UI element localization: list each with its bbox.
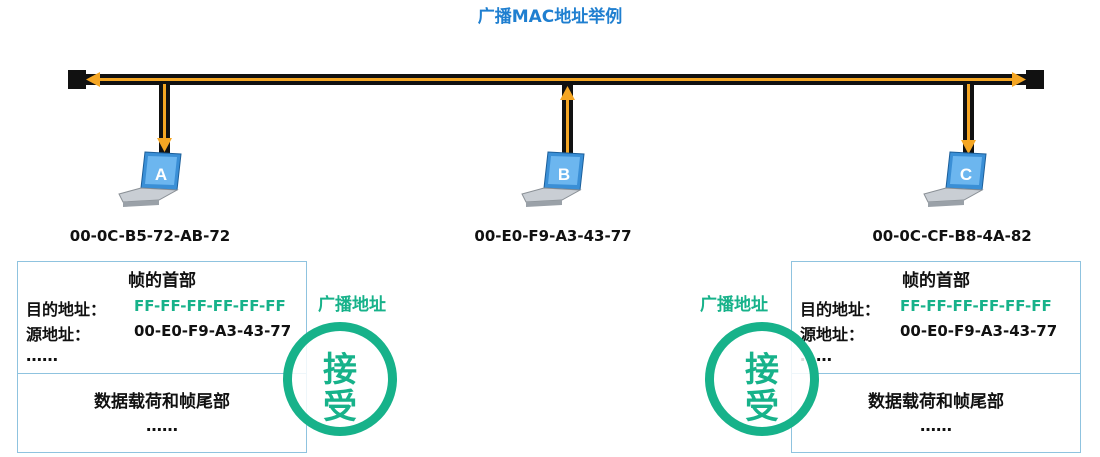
network-bus-diagram: A B C bbox=[68, 70, 1044, 207]
dest-label: 目的地址： bbox=[800, 300, 881, 319]
diagram-title: 广播MAC地址举例 bbox=[477, 7, 623, 27]
accept-stamp-c: 接 受 bbox=[705, 322, 819, 436]
dest-label: 目的地址： bbox=[26, 300, 107, 319]
frame-divider bbox=[18, 373, 306, 374]
payload-ellipsis: …… bbox=[920, 416, 952, 435]
header-ellipsis: …… bbox=[26, 346, 58, 365]
terminator-left bbox=[68, 70, 86, 89]
dest-address-row: 目的地址： FF-FF-FF-FF-FF-FF bbox=[26, 296, 286, 320]
payload-title: 数据载荷和帧尾部 bbox=[868, 392, 1004, 412]
mac-address-c: 00-0C-CF-B8-4A-82 bbox=[872, 227, 1032, 245]
laptop-icon: B bbox=[521, 151, 585, 207]
accept-char-2: 受 bbox=[745, 387, 779, 427]
frame-header-title: 帧的首部 bbox=[902, 271, 970, 291]
broadcast-address-label-c: 广播地址 bbox=[700, 295, 768, 315]
accept-char-1: 接 bbox=[323, 350, 357, 390]
src-address-row: 源地址： 00-E0-F9-A3-43-77 bbox=[800, 321, 1057, 345]
broadcast-address-label-a: 广播地址 bbox=[318, 295, 386, 315]
dest-value: FF-FF-FF-FF-FF-FF bbox=[134, 297, 286, 315]
dest-address-row: 目的地址： FF-FF-FF-FF-FF-FF bbox=[800, 296, 1052, 320]
terminator-right bbox=[1026, 70, 1044, 89]
accept-char-2: 受 bbox=[323, 387, 357, 427]
arrow-down-icon bbox=[961, 140, 976, 154]
src-value: 00-E0-F9-A3-43-77 bbox=[900, 322, 1058, 340]
payload-ellipsis: …… bbox=[146, 416, 178, 435]
mac-address-a: 00-0C-B5-72-AB-72 bbox=[69, 227, 231, 245]
arrow-down-icon bbox=[157, 138, 172, 152]
host-label-a: A bbox=[155, 165, 167, 184]
dest-value: FF-FF-FF-FF-FF-FF bbox=[900, 297, 1052, 315]
arrow-left-icon bbox=[86, 72, 100, 87]
laptop-icon: C bbox=[923, 151, 987, 207]
host-label-c: C bbox=[960, 165, 972, 184]
payload-title: 数据载荷和帧尾部 bbox=[94, 392, 230, 412]
laptop-icon: A bbox=[118, 151, 182, 207]
accept-stamp-a: 接 受 bbox=[283, 322, 397, 436]
frame-box-a: 帧的首部 目的地址： FF-FF-FF-FF-FF-FF 源地址： 00-E0-… bbox=[17, 261, 307, 453]
mac-address-b: 00-E0-F9-A3-43-77 bbox=[474, 227, 632, 245]
accept-char-1: 接 bbox=[745, 350, 779, 390]
frame-header-title: 帧的首部 bbox=[128, 271, 196, 291]
host-label-b: B bbox=[558, 165, 570, 184]
arrow-up-icon bbox=[560, 86, 575, 100]
src-address-row: 源地址： 00-E0-F9-A3-43-77 bbox=[26, 321, 291, 345]
src-label: 源地址： bbox=[26, 325, 91, 344]
src-value: 00-E0-F9-A3-43-77 bbox=[134, 322, 292, 340]
arrow-right-icon bbox=[1012, 72, 1026, 87]
frame-box-c: 帧的首部 目的地址： FF-FF-FF-FF-FF-FF 源地址： 00-E0-… bbox=[791, 261, 1081, 453]
frame-divider bbox=[792, 373, 1080, 374]
src-label: 源地址： bbox=[800, 325, 865, 344]
